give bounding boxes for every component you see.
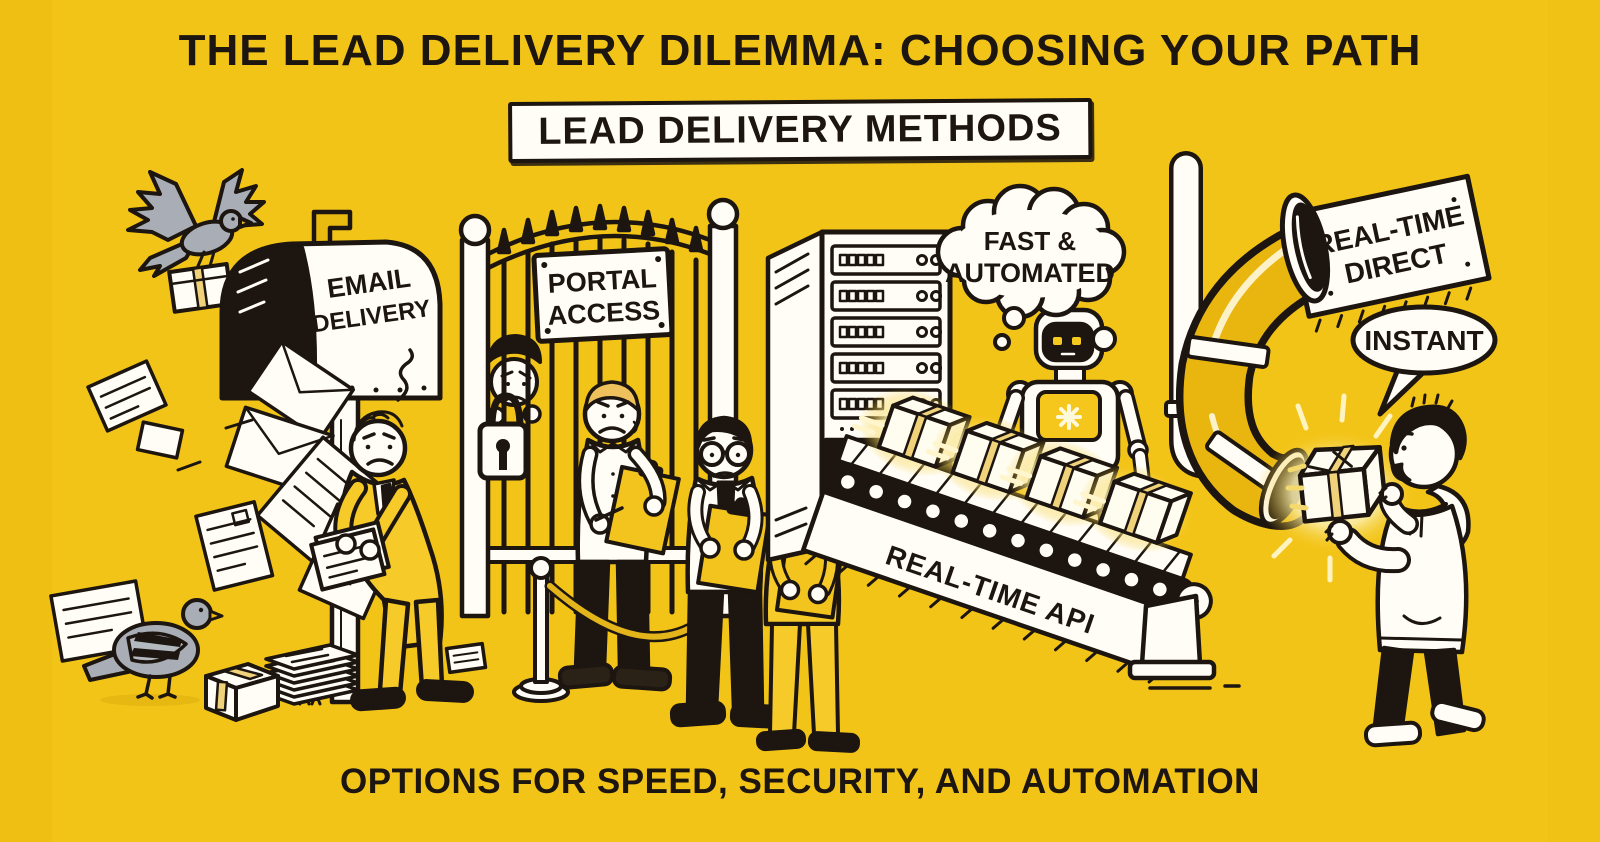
sad-businessman xyxy=(309,348,474,712)
email-delivery-scene: EMAIL DELIVERY xyxy=(49,168,488,722)
ground-pigeon-icon xyxy=(82,598,224,706)
pipe-mouth xyxy=(1279,192,1331,304)
thought-line2: AUTOMATED xyxy=(945,258,1115,288)
speech-label: INSTANT xyxy=(1364,325,1483,356)
portal-sign-line2: ACCESS xyxy=(547,295,661,331)
portal-access-sign: PORTAL ACCESS xyxy=(531,246,675,344)
realtime-direct-sign: REAL-TIME DIRECT xyxy=(1284,173,1492,333)
package xyxy=(204,662,280,722)
thought-bubble: FAST & AUTOMATED xyxy=(935,183,1127,351)
portal-sign-line1: PORTAL xyxy=(547,263,657,299)
lead-delivery-methods-banner: LEAD DELIVERY METHODS xyxy=(508,97,1092,164)
conveyor-support xyxy=(1127,593,1241,690)
instant-package xyxy=(1256,393,1423,583)
rope-stanchion xyxy=(512,556,706,703)
thought-line1: FAST & xyxy=(984,226,1076,256)
speech-bubble: INSTANT xyxy=(1350,304,1498,417)
carrier-pigeon-icon xyxy=(126,168,266,314)
footer-caption: OPTIONS FOR SPEED, SECURITY, AND AUTOMAT… xyxy=(340,762,1260,801)
worried-man-blond xyxy=(557,380,681,692)
page-title: THE LEAD DELIVERY DILEMMA: CHOOSING YOUR… xyxy=(178,26,1422,75)
right-edge-band xyxy=(1548,0,1600,842)
realtime-api-scene: FAST & AUTOMATED xyxy=(765,183,1241,690)
padlock-icon xyxy=(477,392,529,481)
realtime-direct-scene: REAL-TIME DIRECT xyxy=(1164,151,1498,748)
lead-package xyxy=(1073,464,1194,553)
paper-stack xyxy=(264,643,360,706)
left-edge-band xyxy=(0,0,52,842)
happy-customer xyxy=(1324,393,1486,748)
conveyor-belt: REAL-TIME API xyxy=(800,388,1213,684)
